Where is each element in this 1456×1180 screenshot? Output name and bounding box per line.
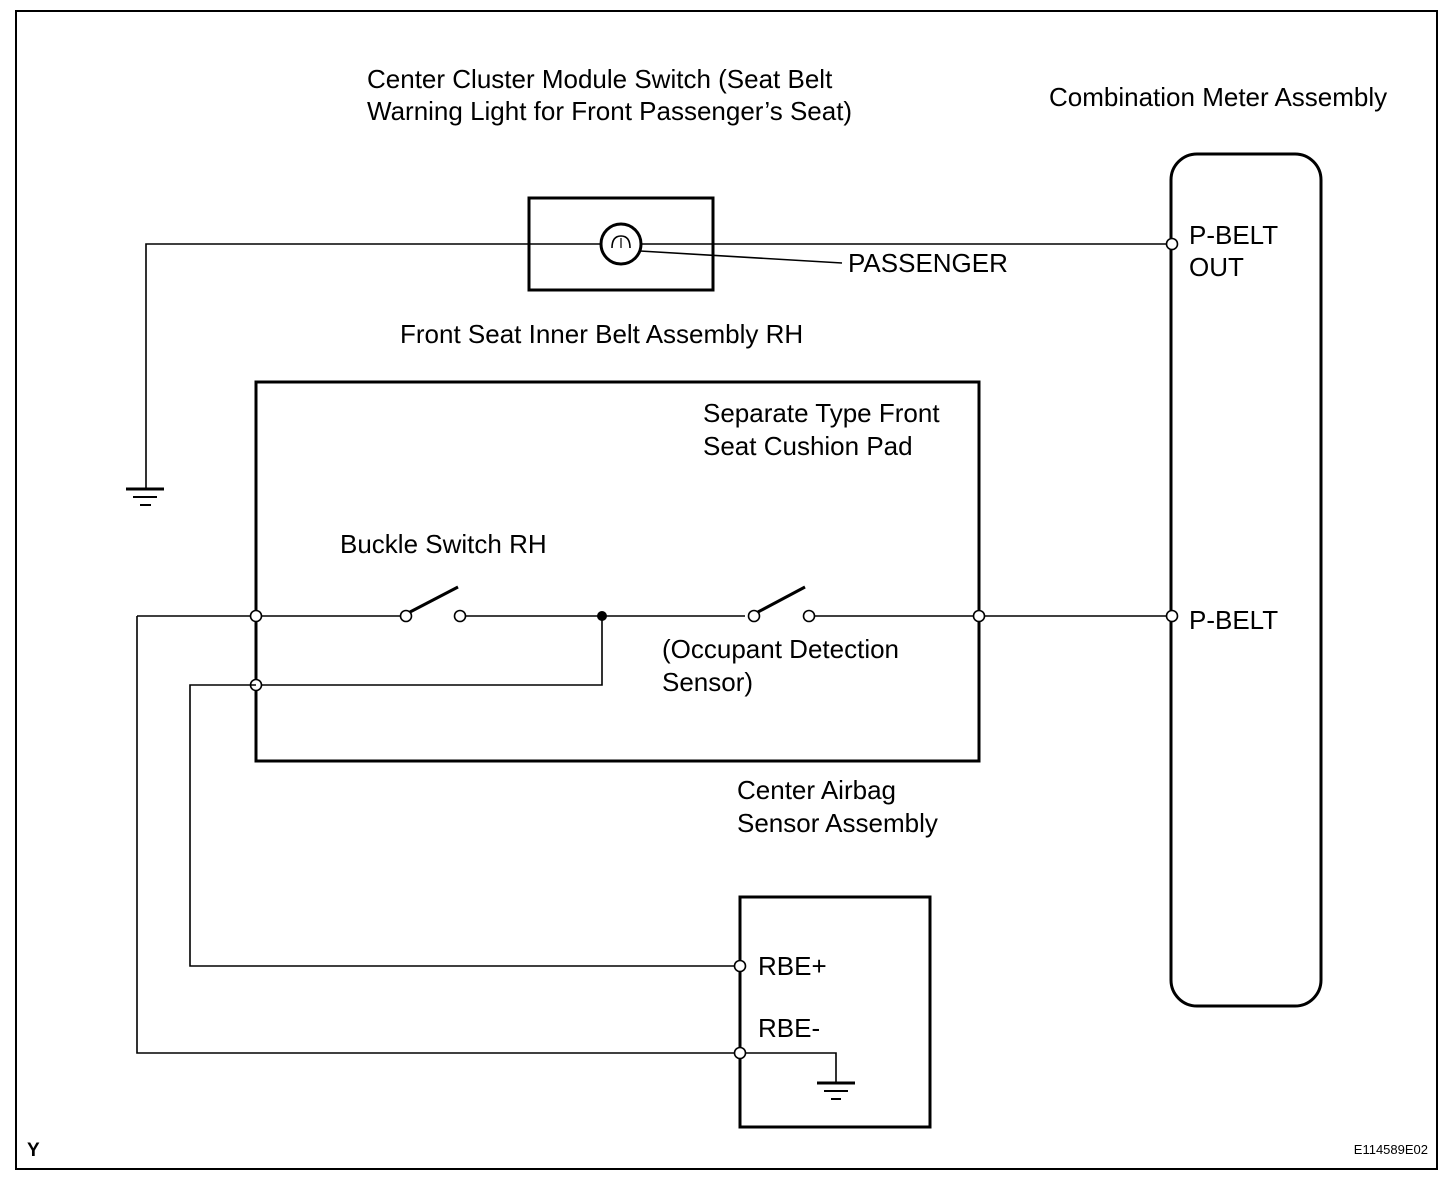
cluster-switch-label-line1: Center Cluster Module Switch (Seat Belt (367, 64, 833, 94)
corner-mark: Y (27, 1140, 40, 1161)
rbe-minus-ground-wire (740, 1052, 837, 1083)
rbe-plus-label: RBE+ (758, 951, 827, 981)
airbag-sensor-label-line2: Sensor Assembly (737, 808, 938, 838)
cluster-switch-label-line2: Warning Light for Front Passenger’s Seat… (367, 96, 852, 126)
rbe-minus-terminal (733, 1046, 747, 1060)
pad-right-terminal (972, 609, 986, 623)
occupant-sensor-label-line1: (Occupant Detection (662, 634, 899, 664)
cushion-pad-label-line1: Separate Type Front (703, 398, 940, 428)
front-seat-belt-label: Front Seat Inner Belt Assembly RH (400, 319, 803, 349)
occupant-sensor-label-line2: Sensor) (662, 667, 753, 697)
airbag-sensor-label-line1: Center Airbag (737, 775, 896, 805)
lamp-ground-wire (145, 243, 1172, 489)
ground-symbol-icon (126, 487, 164, 506)
ground-symbol-icon (817, 1081, 855, 1100)
rbe-plus-terminal (733, 959, 747, 973)
pad-left-terminal (249, 609, 263, 623)
figure-code: E114589E02 (1354, 1142, 1428, 1157)
rbe-minus-label: RBE- (758, 1013, 820, 1043)
diagram-frame (15, 10, 1438, 1170)
junction-dot (597, 611, 607, 621)
p-belt-out-label-line1: P-BELT (1189, 220, 1278, 250)
combination-meter-box (1169, 152, 1323, 1008)
airbag-sensor-box (738, 895, 932, 1129)
cushion-pad-label-line2: Seat Cushion Pad (703, 431, 913, 461)
combination-meter-label: Combination Meter Assembly (1049, 82, 1387, 112)
p-belt-out-terminal (1165, 237, 1179, 251)
rbe-plus-wire (189, 684, 740, 967)
p-belt-terminal (1165, 609, 1179, 623)
cluster-switch-box (527, 196, 715, 292)
p-belt-out-label-line2: OUT (1189, 252, 1244, 282)
occupant-switch-icon (747, 585, 816, 623)
junction-return-wire (256, 616, 603, 686)
p-belt-label: P-BELT (1189, 605, 1278, 635)
buckle-switch-icon (399, 585, 467, 623)
seat-belt-assembly-box (254, 380, 981, 763)
passenger-leader-line (639, 250, 843, 264)
warning-lamp-icon (599, 222, 643, 266)
rbe-minus-wire (136, 616, 740, 1054)
passenger-label: PASSENGER (848, 248, 1008, 278)
buckle-switch-label: Buckle Switch RH (340, 529, 547, 559)
